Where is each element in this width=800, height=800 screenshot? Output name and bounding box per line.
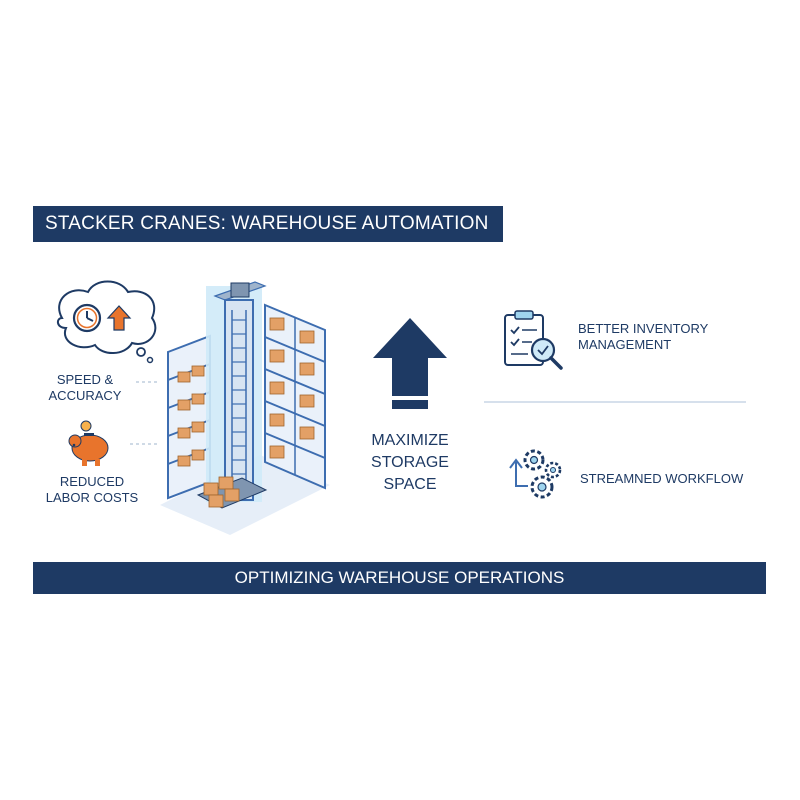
stacker-crane-illustration [160, 281, 330, 535]
footer-text: OPTIMIZING WAREHOUSE OPERATIONS [234, 568, 565, 587]
piggy-bank-icon [68, 420, 109, 466]
reduced-labor-costs-label: REDUCED LABOR COSTS [45, 474, 139, 505]
right-rack [264, 303, 326, 490]
clock-arrow-icon [56, 280, 157, 364]
clipboard-check-icon [504, 310, 563, 370]
streamned-workflow-label: STREAMNED WORKFLOW [580, 471, 744, 486]
inventory-management-label: BETTER INVENTORY MANAGEMENT [578, 321, 709, 352]
gears-icon [509, 449, 562, 499]
title-text: STACKER CRANES: WAREHOUSE AUTOMATION [45, 213, 489, 234]
speed-accuracy-label: SPEED & ACCURACY [48, 372, 122, 403]
title-banner: STACKER CRANES: WAREHOUSE AUTOMATION [33, 206, 503, 242]
crane-mast [196, 281, 268, 509]
up-arrow-icon [373, 318, 447, 409]
maximize-storage-label: MAXIMIZE STORAGE SPACE [371, 432, 449, 493]
footer-banner: OPTIMIZING WAREHOUSE OPERATIONS [33, 562, 766, 594]
left-rack [167, 334, 211, 500]
